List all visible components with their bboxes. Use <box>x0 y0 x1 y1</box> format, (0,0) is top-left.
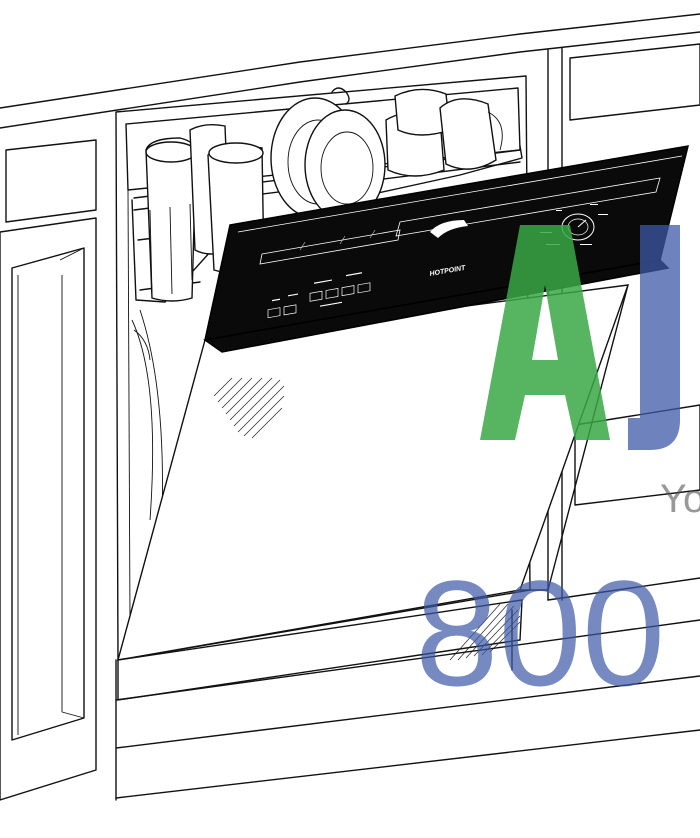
pitcher <box>439 98 497 170</box>
watermark: Yo 800 <box>415 225 700 717</box>
left-cabinet <box>0 139 97 801</box>
upper-rack <box>131 87 523 303</box>
countertop <box>0 13 700 129</box>
base <box>115 609 700 801</box>
watermark-text-fragment: Yo <box>660 477 700 521</box>
kick-panel <box>117 599 523 701</box>
door-hatching <box>213 377 285 439</box>
watermark-letter-j <box>628 225 680 450</box>
button-strip-top <box>259 229 401 265</box>
watermark-letter-a <box>480 225 610 440</box>
option-buttons <box>267 282 371 319</box>
latch-handle <box>430 220 468 238</box>
watermark-number-fragment: 800 <box>415 549 665 717</box>
panel-label-marks <box>272 272 362 307</box>
